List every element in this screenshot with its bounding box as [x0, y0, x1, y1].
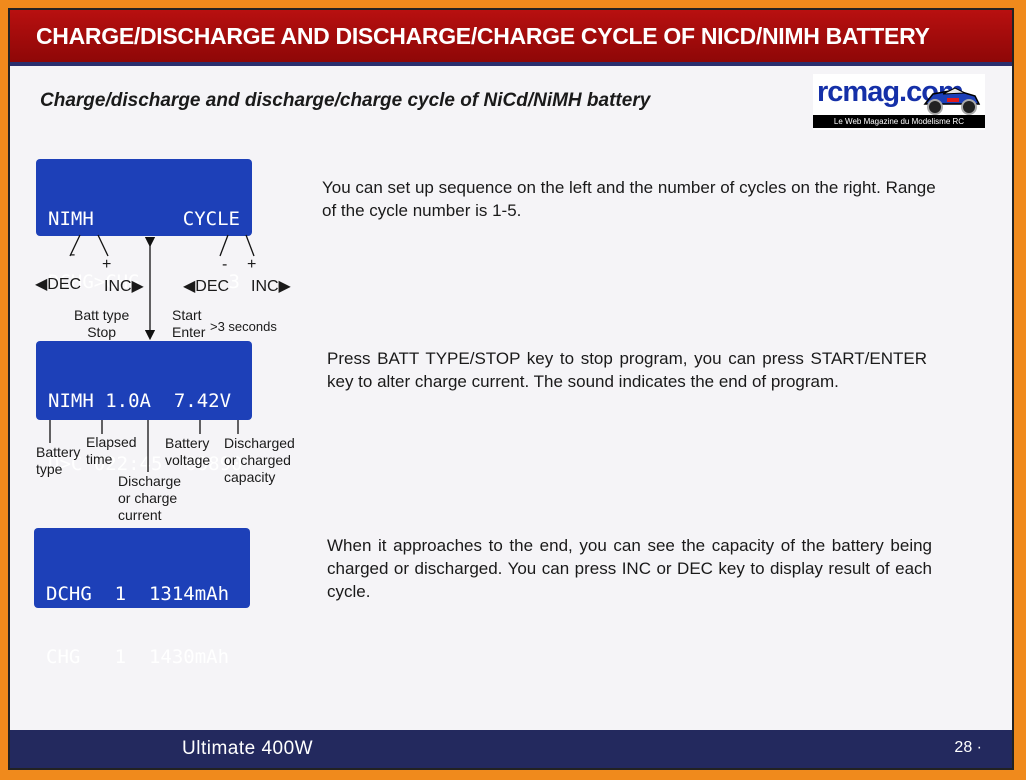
plus-label-left: + — [102, 256, 112, 273]
discharged-capacity-label: Discharged or charged capacity — [224, 435, 295, 485]
lcd2-line2: D>C 022:45 00890 — [48, 453, 243, 475]
header-stripe — [10, 62, 1012, 66]
lcd-cycle-results: DCHG 1 1314mAh CHG 1 1430mAh — [34, 528, 250, 668]
paragraph-stop-program: Press BATT TYPE/STOP key to stop program… — [327, 349, 927, 391]
lcd3-line2: CHG 1 1430mAh — [46, 646, 230, 668]
rcmag-logo[interactable]: rcmag.com Le Web Magazine du Modelisme R… — [813, 74, 985, 130]
paragraph-cycle-results: When it approaches to the end, you can s… — [327, 536, 932, 601]
lcd1-line1-left: NIMH — [48, 208, 94, 230]
elapsed-time-label: Elapsed time — [86, 434, 137, 467]
inc-key-label-left: INC▶ — [104, 278, 144, 295]
footer-bar: Ultimate 400W 28 · — [10, 730, 1012, 768]
paragraph-cycle-setup: You can set up sequence on the left and … — [322, 178, 936, 220]
lcd1-line1-right: CYCLE — [182, 208, 240, 230]
manual-page: CHARGE/DISCHARGE AND DISCHARGE/CHARGE CY… — [8, 8, 1014, 770]
model-name: Ultimate 400W — [182, 738, 314, 759]
batt-type-stop-label: Batt type Stop — [74, 307, 130, 340]
battery-voltage-label: Battery voltage — [165, 435, 211, 468]
logo-tagline: Le Web Magazine du Modelisme RC — [813, 115, 985, 128]
section-subtitle: Charge/discharge and discharge/charge cy… — [40, 90, 651, 111]
inc-key-label-right: INC▶ — [251, 278, 291, 295]
dec-key-label-right: ◀DEC — [183, 278, 230, 295]
rc-car-icon — [923, 87, 981, 115]
start-enter-label: Start Enter — [172, 307, 206, 340]
page-number: 28 · — [954, 739, 982, 756]
minus-label-right: - — [222, 256, 228, 273]
dec-key-label-left: ◀DEC — [35, 276, 82, 293]
battery-type-label: Battery type — [36, 444, 81, 477]
header-bar: CHARGE/DISCHARGE AND DISCHARGE/CHARGE CY… — [10, 10, 1012, 62]
page-title: CHARGE/DISCHARGE AND DISCHARGE/CHARGE CY… — [36, 23, 930, 49]
lcd2-line1: NIMH 1.0A 7.42V — [48, 390, 232, 412]
plus-label-right: + — [247, 256, 257, 273]
minus-label-left: - — [70, 246, 76, 263]
lcd1-line2-left: DCHG>CHG — [48, 271, 140, 293]
discharge-current-label: Discharge or charge current — [118, 473, 182, 523]
three-seconds-label: >3 seconds — [210, 319, 277, 334]
lcd3-line1: DCHG 1 1314mAh — [46, 583, 230, 605]
lcd1-line2-right: 3 — [228, 271, 240, 293]
lcd-running-status: NIMH 1.0A 7.42V D>C 022:45 00890 — [36, 341, 252, 475]
lcd-cycle-setup: NIMH CYCLE DCHG>CHG 3 — [36, 159, 252, 293]
